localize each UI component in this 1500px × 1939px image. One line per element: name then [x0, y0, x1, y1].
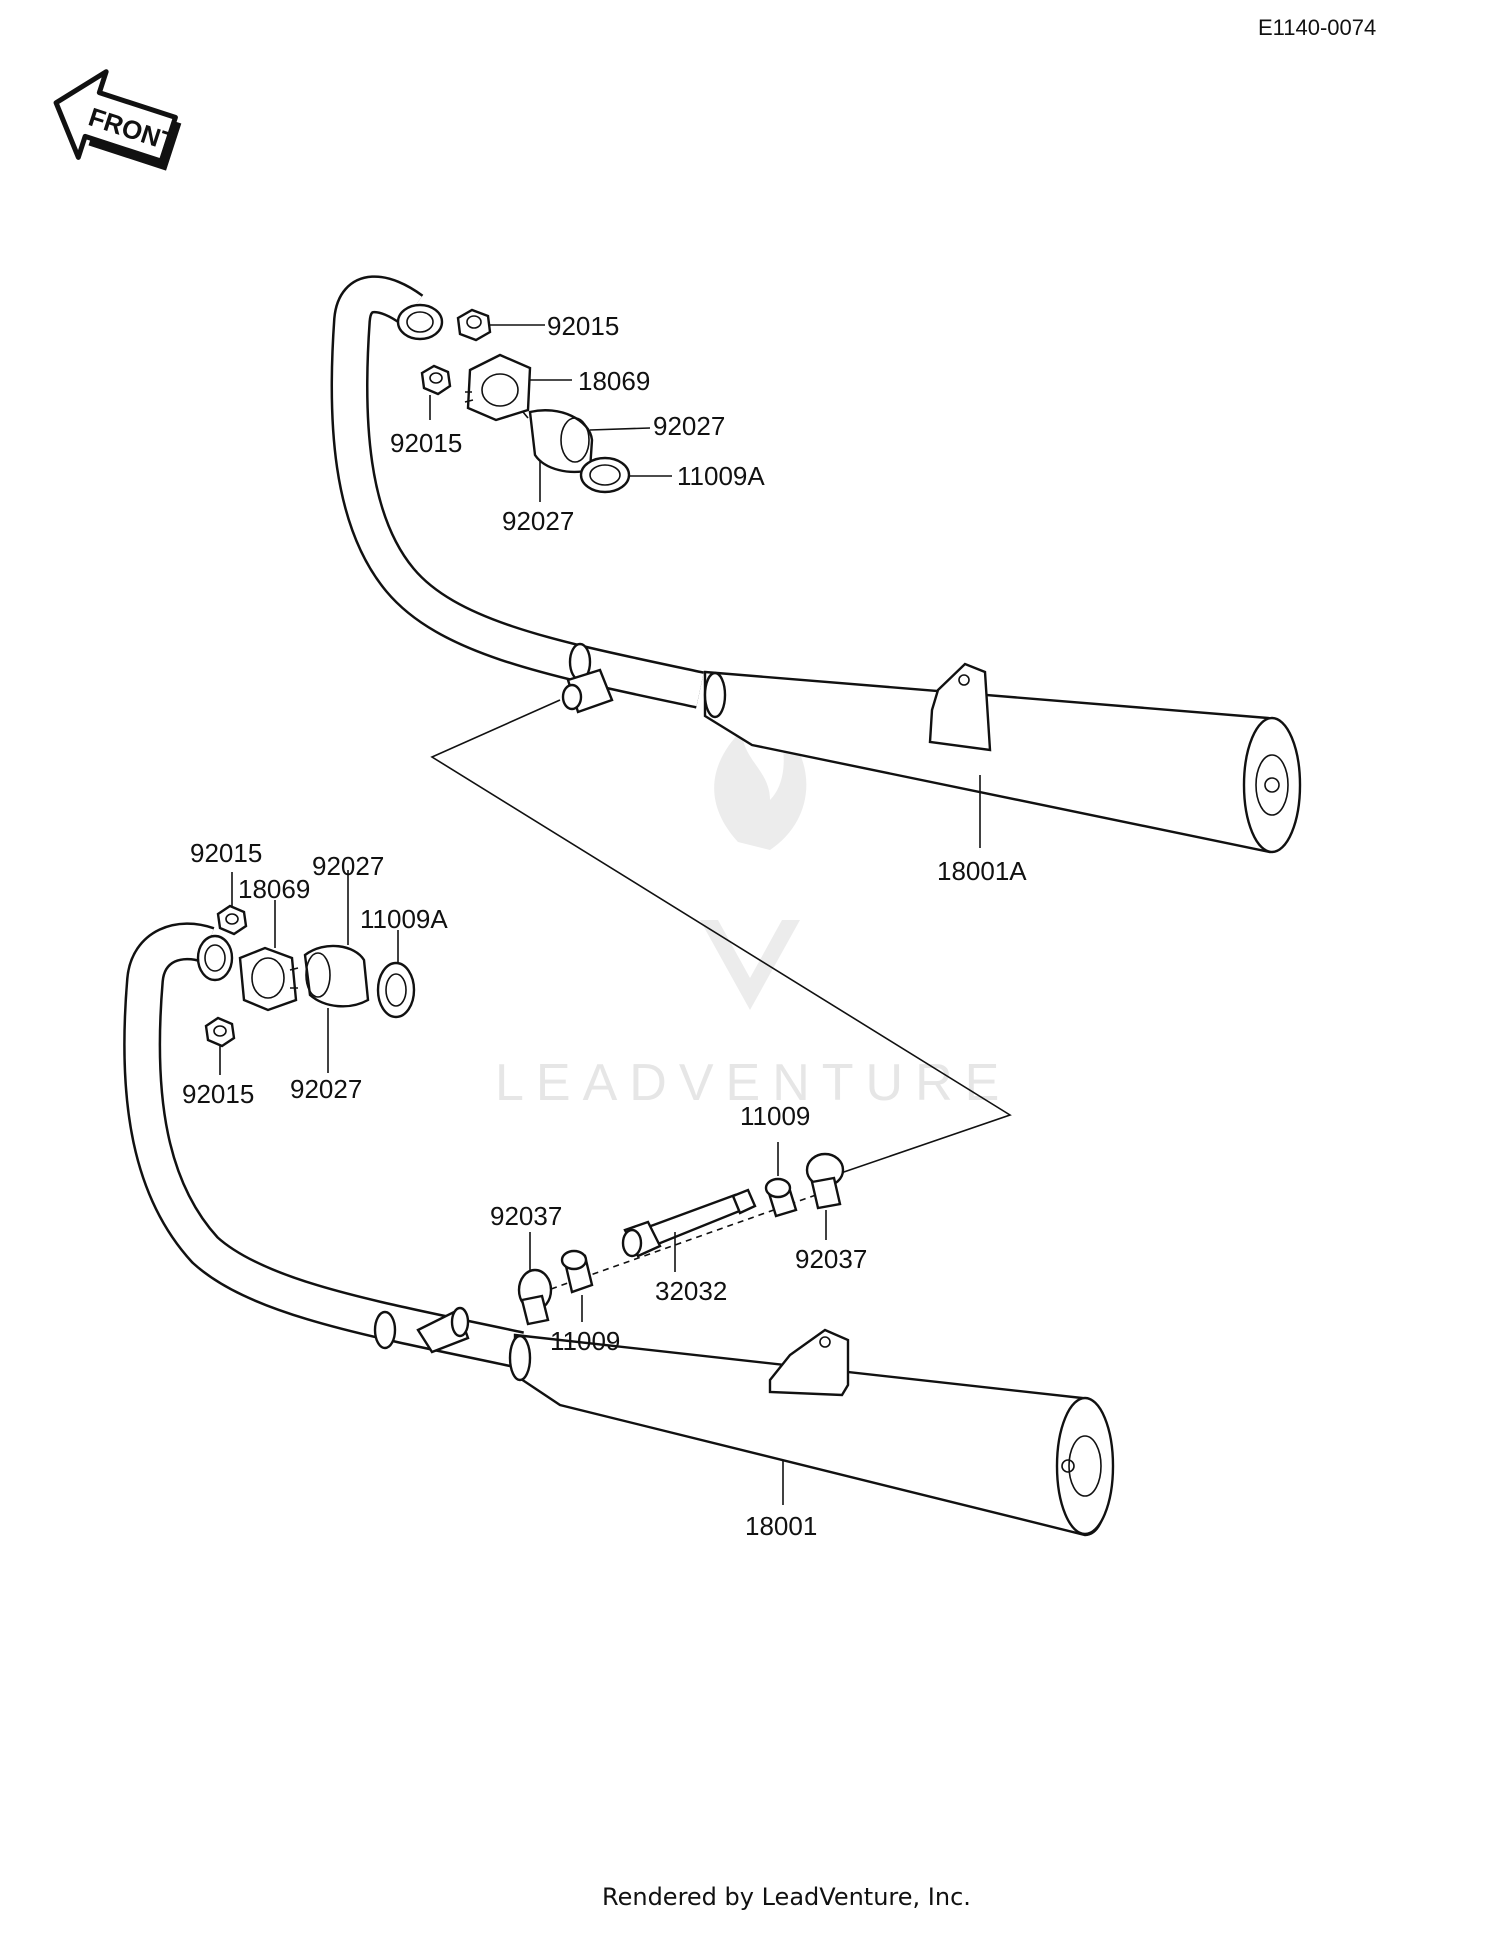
- lower-holder: [238, 946, 299, 1012]
- upper-gasket: [579, 456, 631, 494]
- label-upper-gasket: 11009A: [677, 461, 765, 491]
- lower-gasket: [376, 961, 416, 1019]
- lower-nut-top: [216, 904, 248, 936]
- connector-clamp-right: [805, 1152, 845, 1210]
- connector-gasket-right: [764, 1177, 798, 1218]
- upper-nut-top: [456, 308, 492, 342]
- label-upper-collar-left: 92027: [502, 506, 574, 536]
- connector-assembly: 92037 11009 32032 11009 92037: [490, 1101, 867, 1356]
- connector-clamp-left: [517, 1268, 553, 1326]
- label-lower-holder: 18069: [238, 874, 310, 904]
- diagram-ref-code: E1140-0074: [1258, 15, 1376, 40]
- lower-exhaust-assembly: 92015 92027 18069 11009A 92015 92027 180…: [123, 838, 1115, 1541]
- upper-exhaust-assembly: 92015 18069 92015 92027 11009A 92027 180…: [330, 275, 1302, 886]
- lower-muffler-bracket: [768, 1328, 850, 1397]
- upper-pipe-flange: [396, 303, 444, 341]
- label-upper-nut-top: 92015: [547, 311, 619, 341]
- connector-gasket-left: [560, 1249, 594, 1294]
- label-upper-nut-left: 92015: [390, 428, 462, 458]
- upper-head-pipe: [330, 275, 704, 709]
- upper-collar: [528, 409, 594, 474]
- label-connector-gasket-left: 11009: [550, 1326, 620, 1356]
- assembly-guide-lines: [430, 699, 1012, 1175]
- connector-pipe: [621, 1188, 757, 1258]
- label-connector-gasket-right: 11009: [740, 1101, 810, 1131]
- watermark-text: LEADVENTURE: [495, 1054, 1011, 1112]
- label-connector-pipe: 32032: [655, 1276, 727, 1306]
- label-lower-gasket: 11009A: [360, 904, 448, 934]
- label-lower-collar-bottom: 92027: [290, 1074, 362, 1104]
- label-lower-nut-top: 92015: [190, 838, 262, 868]
- lower-collar: [303, 944, 370, 1008]
- label-upper-muffler: 18001A: [937, 856, 1027, 886]
- label-lower-nut-bottom: 92015: [182, 1079, 254, 1109]
- front-arrow-icon: FRONT: [53, 69, 182, 171]
- label-upper-holder: 18069: [578, 366, 650, 396]
- watermark-logo: LEADVENTURE: [495, 720, 1011, 1112]
- upper-nut-left: [420, 364, 452, 396]
- label-connector-clamp-right: 92037: [795, 1244, 867, 1274]
- upper-muffler-bracket: [928, 662, 992, 752]
- lower-pipe-flange: [196, 934, 234, 982]
- upper-holder: [464, 353, 532, 422]
- footer-credit: Rendered by LeadVenture, Inc.: [602, 1883, 971, 1911]
- label-lower-muffler: 18001: [745, 1511, 817, 1541]
- label-upper-collar-right: 92027: [653, 411, 725, 441]
- label-connector-clamp-left: 92037: [490, 1201, 562, 1231]
- lower-nut-bottom: [204, 1016, 236, 1048]
- label-lower-collar-top: 92027: [312, 851, 384, 881]
